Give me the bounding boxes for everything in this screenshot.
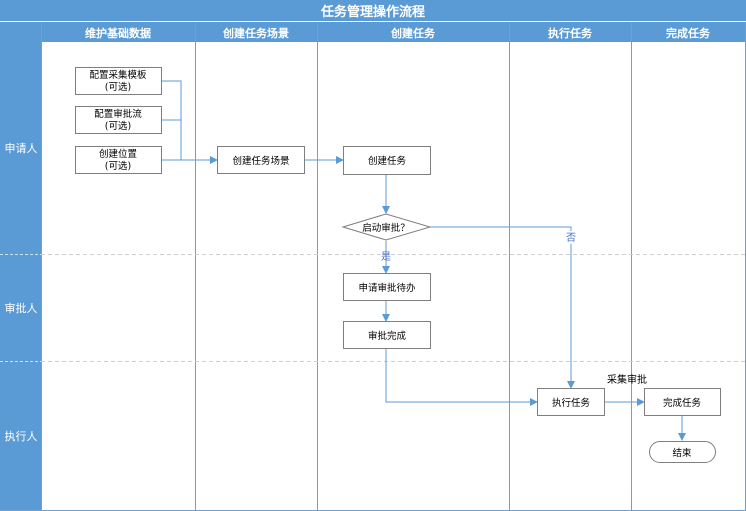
node-label: 审批完成 (368, 330, 407, 342)
connector-template-to-trunk (162, 80, 182, 160)
node-config-template: 配置采集模板 (可选) (75, 67, 162, 95)
diagram-title: 任务管理操作流程 (320, 4, 425, 20)
node-config-flow: 配置审批流 (可选) (75, 106, 162, 134)
node-box (217, 146, 305, 174)
node-label: 配置审批流 (94, 108, 142, 120)
node-create-location: 创建位置 (可选) (75, 146, 162, 174)
column-header-scene: 创建任务场景 (222, 26, 289, 40)
edge-label-no-bg (564, 231, 578, 244)
node-execute-task: 执行任务 (537, 388, 605, 416)
node-end: 结束 (649, 441, 716, 463)
node-label: 创建任务场景 (232, 155, 289, 167)
connectors (162, 80, 686, 441)
node-approval-done: 审批完成 (343, 321, 431, 349)
node-sublabel: (可选) (105, 120, 131, 132)
column-header-maintain: 维护基础数据 (85, 26, 151, 40)
column-header-execute: 执行任务 (548, 26, 593, 40)
title-bar (0, 0, 746, 21)
lane-label-executor: 执行人 (5, 429, 38, 443)
node-label: 完成任务 (663, 397, 702, 409)
node-create-scene: 创建任务场景 (217, 146, 305, 174)
decision-diamond (341, 213, 432, 241)
node-sublabel: (可选) (105, 160, 131, 172)
column-header-row (0, 22, 746, 42)
node-label: 创建位置 (99, 148, 137, 160)
node-create-task: 创建任务 (343, 146, 431, 175)
column-header-complete: 完成任务 (666, 26, 711, 40)
column-separators (41, 22, 746, 510)
node-box (75, 146, 162, 174)
node-box (343, 146, 431, 175)
node-label: 申请审批待办 (358, 282, 416, 294)
connector-done-to-execute (385, 349, 538, 406)
lane-label-applicant: 申请人 (5, 142, 38, 155)
node-box (537, 388, 605, 416)
lane-header-column (0, 42, 41, 511)
node-label: 创建任务 (368, 155, 407, 167)
edge-label-no: 否 (566, 232, 576, 244)
node-complete-task: 完成任务 (644, 388, 721, 416)
node-box (343, 321, 431, 349)
node-apply-pending: 申请审批待办 (343, 273, 431, 301)
node-label: 配置采集模板 (89, 69, 147, 81)
edge-label-collect-approval: 采集审批 (607, 373, 647, 386)
node-box (343, 273, 431, 301)
node-label: 结束 (672, 447, 692, 459)
connector-decision-no (430, 226, 575, 389)
node-label: 执行任务 (552, 397, 591, 409)
node-box (75, 67, 162, 95)
edge-label-yes: 是 (381, 251, 391, 263)
lane-dividers (41, 254, 746, 362)
node-box (75, 106, 162, 134)
column-header-create: 创建任务 (390, 26, 436, 40)
node-sublabel: (可选) (105, 81, 131, 93)
node-box (644, 388, 721, 416)
lane-label-approver: 审批人 (5, 301, 38, 315)
node-start-approval-decision: 启动审批？ (341, 213, 432, 241)
terminal-box (649, 441, 716, 463)
node-label: 启动审批？ (362, 222, 410, 234)
lane-header-dividers (0, 254, 41, 362)
